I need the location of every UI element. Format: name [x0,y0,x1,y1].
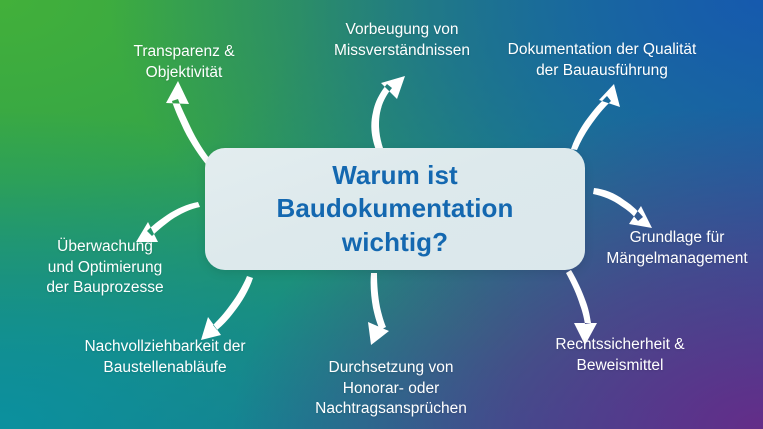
curved-arrow-down-icon [566,270,597,345]
node-label-vorbeugung: Vorbeugung von Missverständnissen [333,21,471,59]
curved-arrow-down-left-icon [201,276,253,340]
node-label-rechtssicherheit: Rechtssicherheit & Beweismittel [555,336,685,374]
curved-arrow-left-down-icon [136,202,200,242]
node-label-durchsetzung: Durchsetzung von Honorar- oder Nachtrags… [315,359,467,418]
curved-arrow-down-center-icon [368,273,389,345]
center-card: Warum ist Baudokumentation wichtig? [205,148,585,270]
curved-arrow-up-icon [371,76,405,150]
node-label-dokumentation: Dokumentation der Qualität der Bauausfüh… [507,41,697,79]
node-label-grundlage: Grundlage für Mängelmanagement [606,229,748,267]
node-label-ueberwachung: Überwachung und Optimierung der Bauproze… [46,238,164,297]
node-label-nachvollziehbarkeit: Nachvollziehbarkeit der Baustellenabläuf… [84,338,246,376]
curved-arrow-up-right-icon [571,84,620,150]
page-title: Warum ist Baudokumentation wichtig? [276,160,514,257]
curved-arrow-down-right-icon [593,188,652,228]
node-label-transparenz: Transparenz & Objektivität [133,43,235,81]
curved-arrow-up-left-icon [166,81,213,168]
